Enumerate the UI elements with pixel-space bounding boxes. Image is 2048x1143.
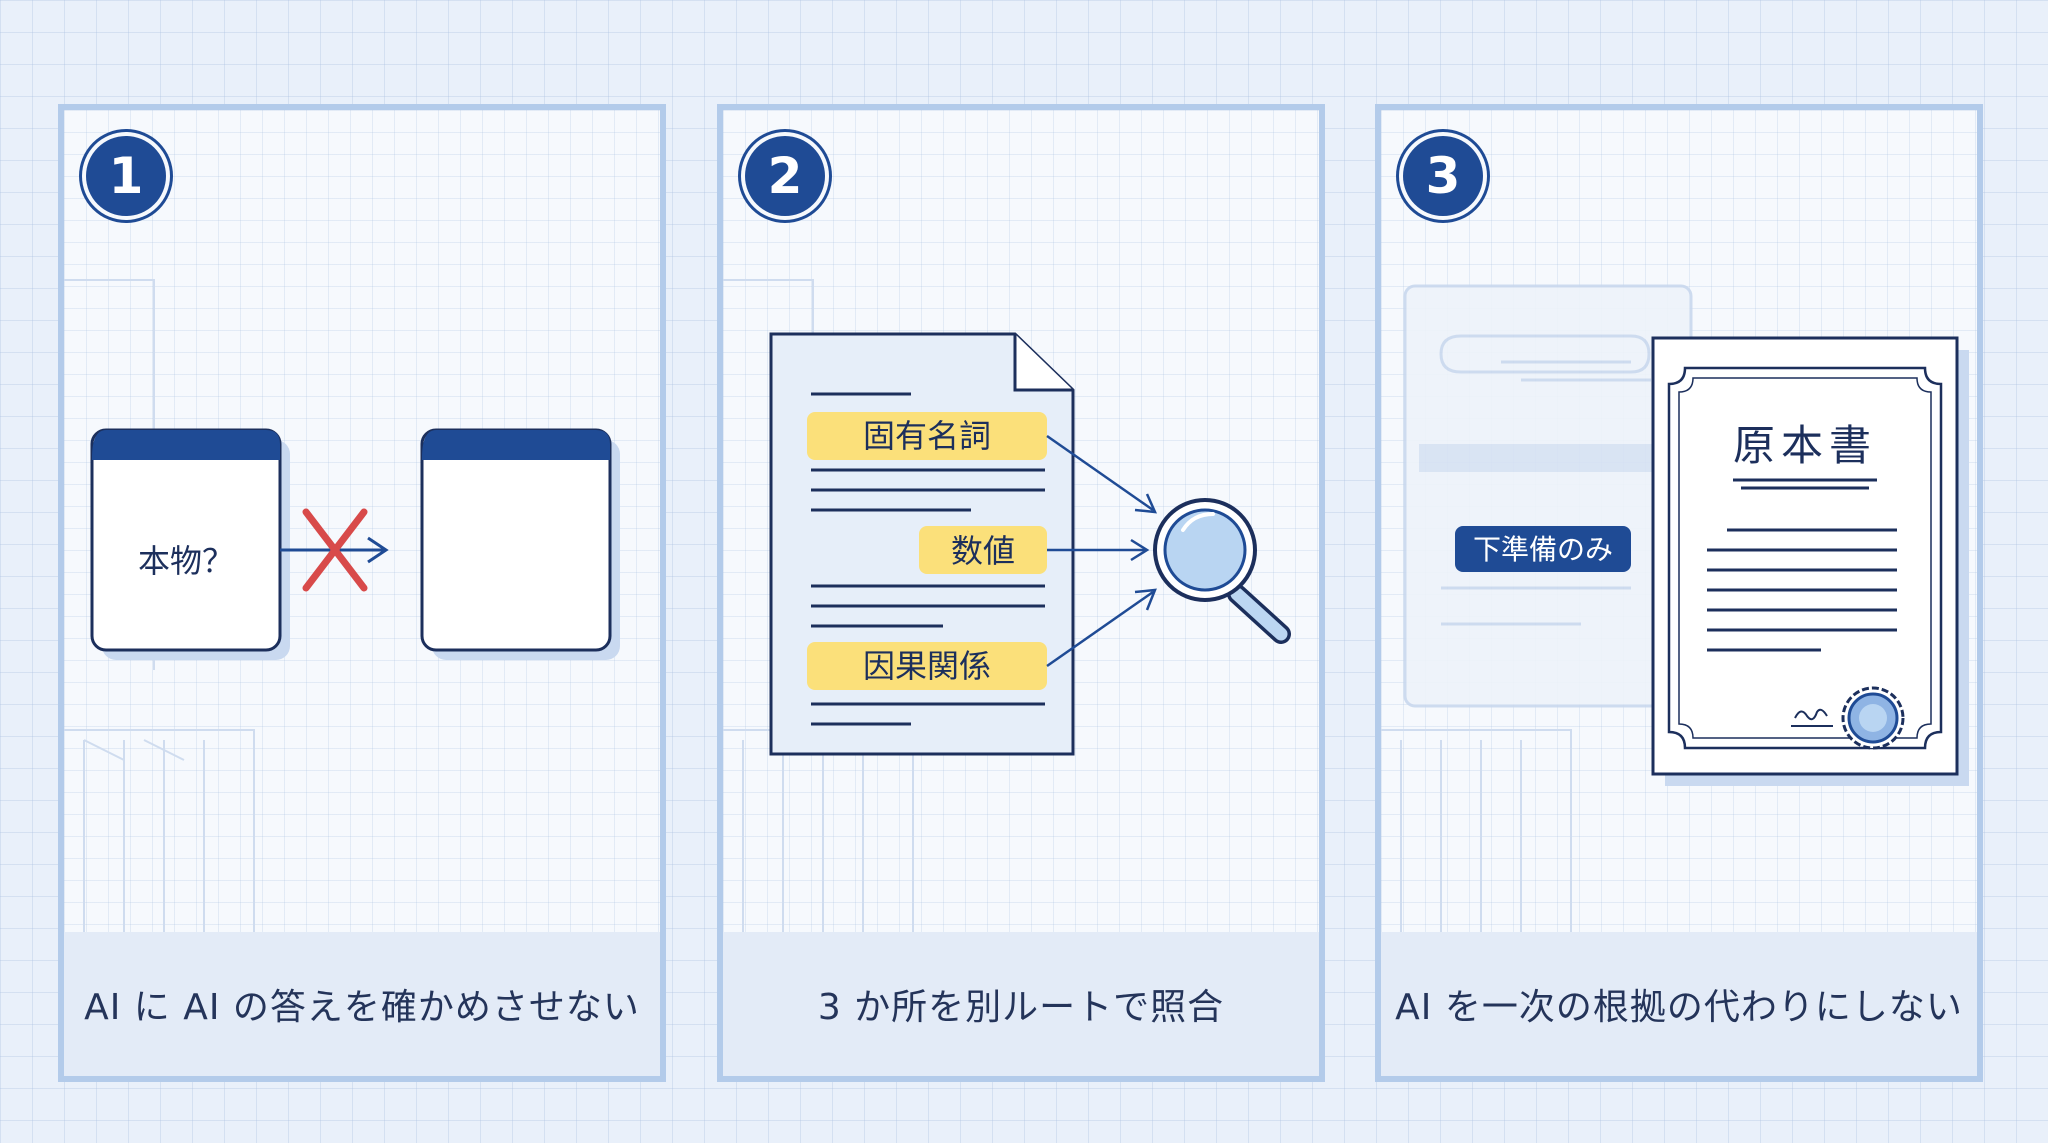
panel-1-illustration: 本物？ (64, 279, 620, 940)
step-number-badge: 3 (1403, 136, 1483, 216)
panel-caption: AI を一次の根拠の代わりにしない (1395, 987, 1963, 1028)
original-window: 本物？ (90, 428, 290, 660)
draft-document (1403, 284, 1693, 708)
caption-box: AI に AI の答えを確かめさせない (64, 932, 660, 1076)
panel-caption: AI に AI の答えを確かめさせない (84, 987, 640, 1028)
ai-check-window (420, 428, 620, 660)
svg-text:下準備のみ: 下準備のみ (1473, 533, 1613, 566)
verification-arrows (1046, 434, 1158, 668)
panel-caption: 3 か所を別ルートで照合 (817, 987, 1225, 1028)
step-number-badge: 2 (745, 136, 825, 216)
panel-2: 固有名詞 数値 因果関係 2 3 か所を (717, 104, 1325, 1082)
certificate-title: 原本書 (1733, 421, 1877, 470)
panel-3-illustration: 下準備のみ 原本書 (1381, 284, 1969, 940)
highlight-proper-noun: 固有名詞 (807, 412, 1047, 460)
magnifier-icon (1153, 498, 1291, 644)
svg-text:因果関係: 因果関係 (863, 647, 991, 685)
caption-box: AI を一次の根拠の代わりにしない (1381, 932, 1977, 1076)
svg-text:固有名詞: 固有名詞 (863, 417, 991, 455)
panel-3: 下準備のみ 原本書 (1375, 104, 1983, 1082)
highlight-number: 数値 (919, 526, 1047, 574)
panel-1: 本物？ 1 AI に AI の答えを確かめさせない (58, 104, 666, 1082)
cross-icon (302, 508, 368, 592)
draft-only-badge: 下準備のみ (1455, 526, 1631, 572)
authenticity-question-label: 本物？ (138, 542, 234, 580)
background-decoration (1381, 729, 1572, 940)
seal-icon (1841, 686, 1905, 750)
step-number-badge: 1 (86, 136, 166, 216)
svg-text:数値: 数値 (951, 532, 1015, 570)
certificate-document: 原本書 (1651, 336, 1969, 786)
highlight-causality: 因果関係 (807, 642, 1047, 690)
panel-2-illustration: 固有名詞 数値 因果関係 (723, 279, 1291, 940)
caption-box: 3 か所を別ルートで照合 (723, 932, 1319, 1076)
